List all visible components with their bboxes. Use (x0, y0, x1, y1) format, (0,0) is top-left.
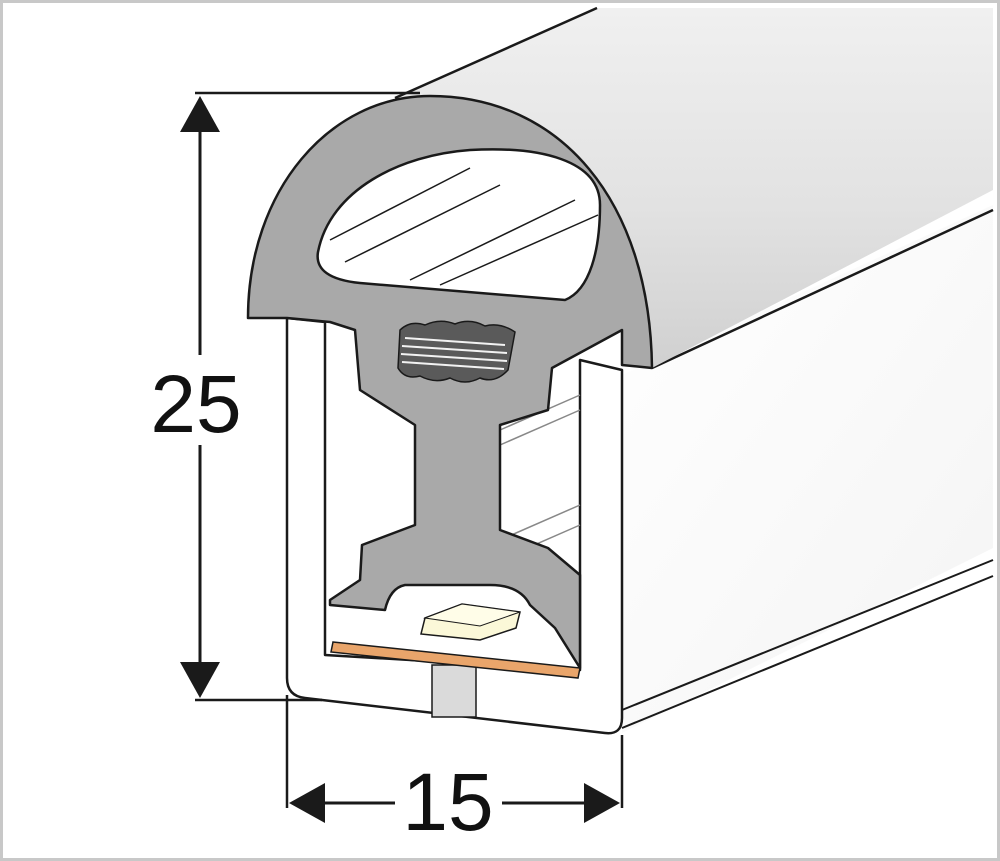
housing-side-edge-mid (621, 559, 994, 711)
arrow-left-icon (289, 783, 325, 823)
arrow-right-icon (584, 783, 620, 823)
arrow-down-icon (180, 662, 220, 698)
housing-side-edge-top (651, 208, 994, 370)
height-label: 25 (150, 359, 241, 450)
ribbed-texture (397, 320, 516, 383)
height-dimension: 25 (150, 91, 420, 702)
cavity-depth-lines (329, 167, 599, 286)
led-chip-top (423, 603, 521, 627)
dome-top-edge (394, 6, 598, 100)
led-pcb (330, 641, 581, 679)
housing-side-edge-bottom (621, 575, 994, 729)
dome-cavity (316, 148, 602, 302)
arrow-up-icon (180, 96, 220, 132)
width-dimension: 15 (285, 695, 624, 848)
pcb-support (431, 664, 477, 718)
dome-top-surface (395, 8, 993, 368)
width-label: 15 (402, 757, 493, 848)
housing-front (285, 316, 624, 735)
housing-side (622, 205, 993, 733)
